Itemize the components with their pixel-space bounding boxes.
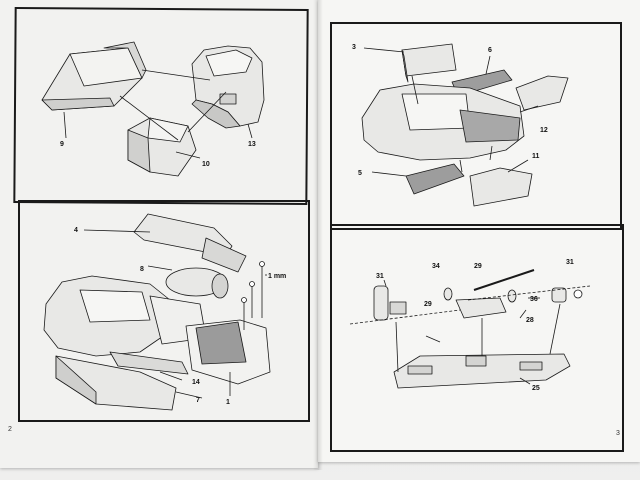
part-10-seat-bucket xyxy=(127,117,197,177)
label-part-36: 36 xyxy=(530,296,538,303)
part-12-wing xyxy=(515,75,569,111)
part-14-rail xyxy=(109,351,189,375)
label-part-4: 4 xyxy=(74,227,78,234)
part-9-floor-tray xyxy=(41,41,147,111)
label-part-28: 28 xyxy=(526,317,534,324)
panel-top-right xyxy=(330,22,622,230)
label-part-6: 6 xyxy=(488,47,492,54)
part-5-mesh-strip xyxy=(405,163,465,195)
page-number-right: 3 xyxy=(616,430,620,437)
label-part-1mm: 1 mm xyxy=(268,273,286,280)
part-13-bodyshell xyxy=(191,45,265,129)
label-part-31-left: 31 xyxy=(376,273,384,280)
part-25-frame xyxy=(393,353,571,389)
part-11-panel xyxy=(469,167,533,207)
part-31-left-shock xyxy=(373,285,407,321)
label-part-25: 25 xyxy=(532,385,540,392)
part-28-rocker xyxy=(455,297,507,319)
label-part-8: 8 xyxy=(140,266,144,273)
part-3-block xyxy=(401,43,457,83)
part-36-pin xyxy=(507,289,517,303)
panel-bottom-right xyxy=(330,224,624,452)
part-4-cover xyxy=(133,213,247,273)
label-part-11: 11 xyxy=(532,153,540,160)
label-part-12: 12 xyxy=(540,127,548,134)
part-29-rod xyxy=(473,269,535,291)
page-number-left: 2 xyxy=(8,426,12,433)
label-part-3: 3 xyxy=(352,44,356,51)
label-part-34: 34 xyxy=(432,263,440,270)
label-part-1: 1 xyxy=(226,399,230,406)
page-fold xyxy=(313,0,323,470)
panel-bottom-left xyxy=(18,200,310,422)
cockpit-body-right xyxy=(361,83,525,161)
label-part-7: 7 xyxy=(196,397,200,404)
label-part-14: 14 xyxy=(192,379,200,386)
label-part-31-right: 31 xyxy=(566,259,574,266)
part-7-side-panel xyxy=(55,355,177,411)
label-part-5: 5 xyxy=(358,170,362,177)
part-34-pin xyxy=(443,287,453,301)
label-part-13: 13 xyxy=(248,141,256,148)
label-part-29-left: 29 xyxy=(424,301,432,308)
part-8-tank xyxy=(165,267,229,299)
part-1-floor-mesh xyxy=(185,319,271,385)
label-part-9: 9 xyxy=(60,141,64,148)
label-part-10: 10 xyxy=(202,161,210,168)
part-31-right-shock xyxy=(551,287,583,303)
rivets-1mm xyxy=(241,261,265,330)
label-part-29-top: 29 xyxy=(474,263,482,270)
